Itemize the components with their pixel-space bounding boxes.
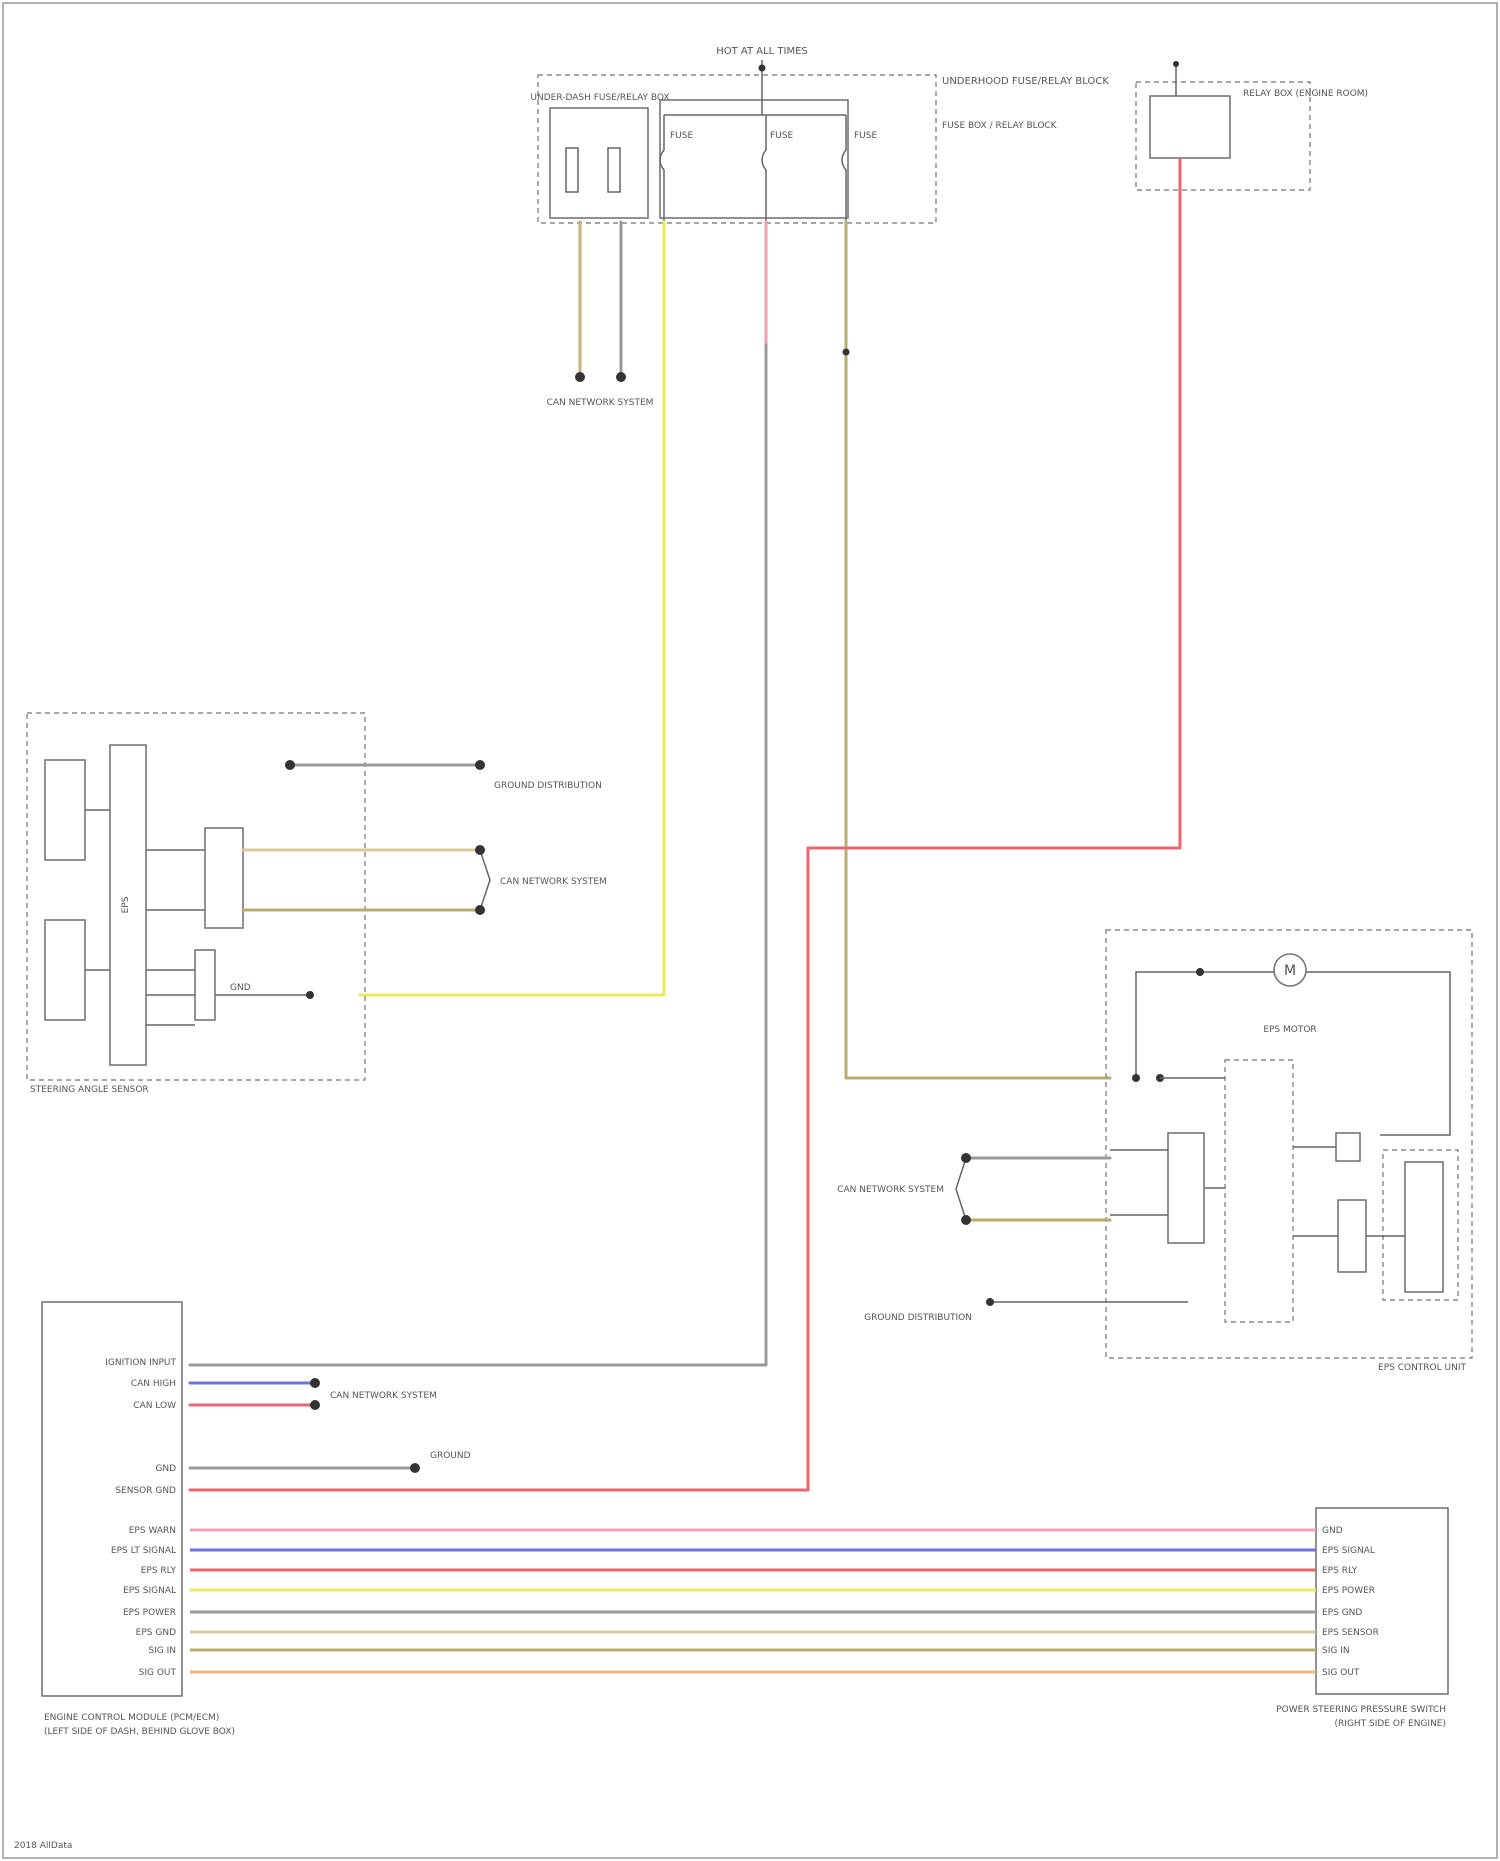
- splice-2: [616, 372, 626, 382]
- ecm-sublabel: (LEFT SIDE OF DASH, BEHIND GLOVE BOX): [44, 1727, 235, 1737]
- right-fuse-box-label: RELAY BOX (ENGINE ROOM): [1243, 89, 1368, 99]
- ground-ref2-label: GROUND DISTRIBUTION: [864, 1313, 972, 1323]
- ecm-pin-label: EPS GND: [136, 1628, 176, 1638]
- left-gnd-node: [306, 991, 314, 999]
- ground-node-left: [285, 760, 295, 770]
- fuse-mid-label: FUSE: [770, 131, 793, 141]
- left-ecu-label: EPS: [121, 896, 131, 913]
- right-can-transceiver: [1168, 1133, 1204, 1243]
- fuse-box-sublabel: FUSE BOX / RELAY BLOCK: [942, 121, 1058, 131]
- pressure-switch-pin-label: EPS RLY: [1322, 1566, 1358, 1576]
- fuse-mid-symbol: [762, 115, 766, 222]
- pressure-switch-pin-label: EPS GND: [1322, 1608, 1362, 1618]
- ground-node-right: [986, 1298, 994, 1306]
- motor-node: [1196, 968, 1204, 976]
- ecm-pin-label: SIG OUT: [139, 1668, 177, 1678]
- bottom-ground-node: [410, 1463, 420, 1473]
- can-node-high: [475, 845, 485, 855]
- right-power-node: [1173, 61, 1179, 67]
- ecm-pin-label: GND: [155, 1464, 176, 1474]
- right-can-node-low: [961, 1215, 971, 1225]
- network-top-label: CAN NETWORK SYSTEM: [547, 398, 654, 408]
- ecm-pin-label: CAN LOW: [133, 1401, 176, 1411]
- ground-ref1-label: GROUND DISTRIBUTION: [494, 781, 602, 791]
- underhood-fuse-box-label: UNDERHOOD FUSE/RELAY BLOCK: [942, 76, 1109, 87]
- right-fuse-element: [1150, 96, 1230, 158]
- splice-1: [575, 372, 585, 382]
- can-bracket-left: [480, 850, 490, 910]
- pressure-switch-pin-labels: GND EPS SIGNAL EPS RLY EPS POWER EPS GND EPS …: [1322, 1526, 1379, 1678]
- motor-label: EPS MOTOR: [1263, 1025, 1316, 1035]
- power-source-label: HOT AT ALL TIMES: [716, 46, 808, 57]
- fuse-left-label: FUSE: [670, 131, 693, 141]
- pressure-switch-pin-label: EPS SENSOR: [1322, 1628, 1379, 1638]
- network-left-label: CAN NETWORK SYSTEM: [500, 877, 607, 887]
- pressure-switch-pin-label: EPS SIGNAL: [1322, 1546, 1375, 1556]
- wire-gray-main: [190, 345, 766, 1365]
- pressure-switch-pin-label: SIG IN: [1322, 1646, 1350, 1656]
- left-module-label: STEERING ANGLE SENSOR: [30, 1085, 149, 1095]
- ecm-pin-label: EPS SIGNAL: [123, 1586, 176, 1596]
- ground-bottom-label: GROUND: [430, 1451, 471, 1461]
- left-gnd-pin-label: GND: [230, 983, 251, 993]
- can-node-low: [475, 905, 485, 915]
- relay-coil-right: [608, 148, 620, 192]
- footer-text: 2018 AllData: [14, 1841, 72, 1851]
- network-bottom-label: CAN NETWORK SYSTEM: [330, 1391, 437, 1401]
- relay-box-label: UNDER-DASH FUSE/RELAY BOX: [530, 93, 669, 103]
- relay-coil-left: [566, 148, 578, 192]
- pressure-switch-label: POWER STEERING PRESSURE SWITCH: [1276, 1705, 1446, 1715]
- ecm-pin-label: EPS POWER: [123, 1608, 176, 1618]
- ecm-pin-labels: IGNITION INPUT CAN HIGH CAN LOW GND SENSOR G…: [105, 1358, 176, 1678]
- fuse-bus: [660, 100, 848, 218]
- bottom-can-node-low: [310, 1400, 320, 1410]
- ecm-pin-label: EPS RLY: [141, 1566, 177, 1576]
- bottom-can-node-high: [310, 1378, 320, 1388]
- left-sensor-2: [45, 920, 85, 1020]
- ecm-pin-label: CAN HIGH: [131, 1379, 176, 1389]
- relay-box: [550, 108, 648, 218]
- left-power-block: [195, 950, 215, 1020]
- ecm-label: ENGINE CONTROL MODULE (PCM/ECM): [44, 1713, 219, 1723]
- ecm-pin-label: IGNITION INPUT: [105, 1358, 176, 1368]
- fuse-right-symbol: [842, 115, 846, 222]
- ecm-pin-label: EPS LT SIGNAL: [111, 1546, 176, 1556]
- right-sub-box: [1383, 1150, 1458, 1300]
- right-ecu-block: [1225, 1060, 1293, 1322]
- fuse-right-label: FUSE: [854, 131, 877, 141]
- right-relay: [1336, 1133, 1360, 1161]
- left-sensor-1: [45, 760, 85, 860]
- ground-terminal-left: [475, 760, 485, 770]
- ecm-pin-label: SENSOR GND: [115, 1486, 176, 1496]
- left-module-box: [27, 713, 365, 1080]
- right-module-label: EPS CONTROL UNIT: [1378, 1363, 1466, 1373]
- network-right-label: CAN NETWORK SYSTEM: [837, 1185, 944, 1195]
- right-sub-component: [1405, 1162, 1443, 1292]
- pressure-switch-pin-label: GND: [1322, 1526, 1343, 1536]
- right-can-node-high: [961, 1153, 971, 1163]
- ecm-pin-label: EPS WARN: [129, 1526, 176, 1536]
- wire-red-main: [190, 160, 1180, 1490]
- can-bracket-right: [956, 1158, 966, 1220]
- bus-wires: [190, 1530, 1316, 1672]
- right-module-box: [1106, 930, 1472, 1358]
- pressure-switch-pin-label: EPS POWER: [1322, 1586, 1375, 1596]
- power-node: [759, 65, 766, 72]
- splice-3: [843, 349, 850, 356]
- pressure-switch-sublabel: (RIGHT SIDE OF ENGINE): [1335, 1719, 1446, 1729]
- right-olive-node-1: [1132, 1074, 1140, 1082]
- left-can-transceiver: [205, 828, 243, 928]
- pressure-switch-pin-label: SIG OUT: [1322, 1668, 1360, 1678]
- motor-glyph: M: [1284, 963, 1296, 979]
- ecm-pin-label: SIG IN: [148, 1646, 176, 1656]
- wire-olive: [846, 222, 1110, 1078]
- right-transistor: [1338, 1200, 1366, 1272]
